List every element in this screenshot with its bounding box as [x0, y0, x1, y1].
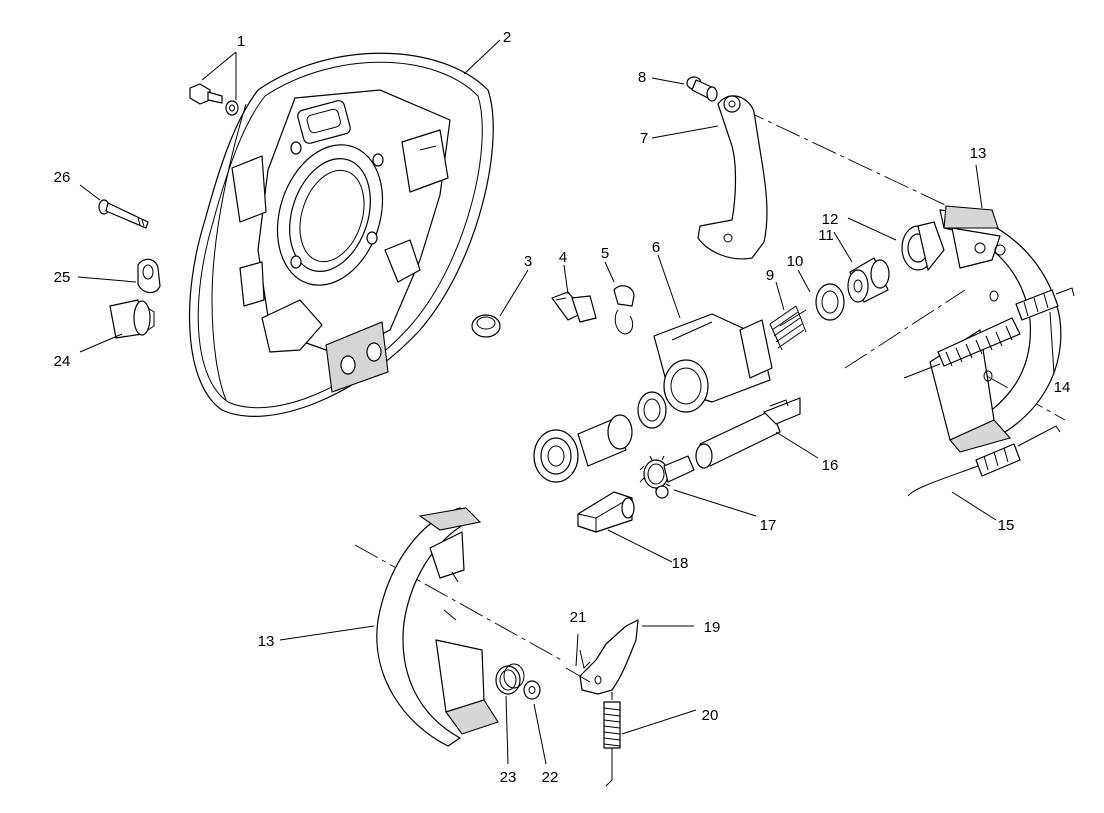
callout-25: 25: [54, 269, 71, 286]
callout-4: 4: [559, 249, 567, 266]
cup-10: [815, 283, 845, 321]
leader-lines: [77, 39, 1055, 765]
callout-23: 23: [500, 769, 517, 786]
callout-2: 2: [503, 29, 511, 46]
callout-22: 22: [542, 769, 559, 786]
callout-13-upper: 13: [970, 145, 987, 162]
wheel-cylinder-6: [653, 313, 773, 413]
backing-plate: [188, 52, 494, 417]
boot-12: [901, 221, 945, 271]
callouts: 1 2 3 4 5 6 7 8 9 10 11 12 13 13 14 15 1…: [54, 29, 1071, 786]
clip-25: [137, 258, 161, 294]
callout-21: 21: [570, 609, 587, 626]
adjuster-16: [695, 397, 801, 469]
plug-3: [471, 314, 501, 338]
callout-20: 20: [702, 707, 719, 724]
callout-1: 1: [237, 33, 245, 50]
bolt-26: [98, 199, 149, 229]
spring-9: [769, 305, 807, 351]
bolt-and-washer: [189, 83, 239, 116]
piston-11: [847, 257, 890, 303]
lever-19: [565, 619, 639, 695]
hold-down-spring-23: [495, 663, 525, 695]
lever-7: [697, 95, 768, 260]
callout-9: 9: [766, 267, 774, 284]
callout-11: 11: [818, 227, 834, 244]
callout-12: 12: [822, 211, 839, 228]
callout-8: 8: [638, 69, 646, 86]
spring-14: [903, 287, 1075, 379]
grommet-24: [109, 299, 155, 339]
callout-6: 6: [652, 239, 660, 256]
socket-18: [577, 491, 635, 533]
callout-24: 24: [54, 353, 71, 370]
callout-10: 10: [787, 253, 804, 270]
cap-5: [613, 285, 635, 335]
callout-13-lower: 13: [258, 633, 275, 650]
star-wheel-17: [639, 455, 695, 499]
bleeder-screw-4: [551, 291, 597, 323]
callout-17: 17: [760, 517, 777, 534]
callout-15: 15: [998, 517, 1015, 534]
callout-18: 18: [672, 555, 689, 572]
callout-14: 14: [1054, 379, 1071, 396]
callout-19: 19: [704, 619, 721, 636]
callout-7: 7: [640, 130, 648, 147]
cylinder-internals-left: [533, 391, 667, 483]
brake-shoe-upper: [929, 205, 1062, 453]
pin-8: [686, 76, 718, 102]
callout-5: 5: [601, 245, 609, 262]
spring-20: [603, 692, 621, 787]
callout-16: 16: [822, 457, 839, 474]
retainer-22: [523, 680, 541, 700]
callout-3: 3: [524, 253, 532, 270]
callout-26: 26: [54, 169, 71, 186]
brake-shoe-lower: [376, 507, 499, 747]
spring-15: [907, 425, 1061, 497]
